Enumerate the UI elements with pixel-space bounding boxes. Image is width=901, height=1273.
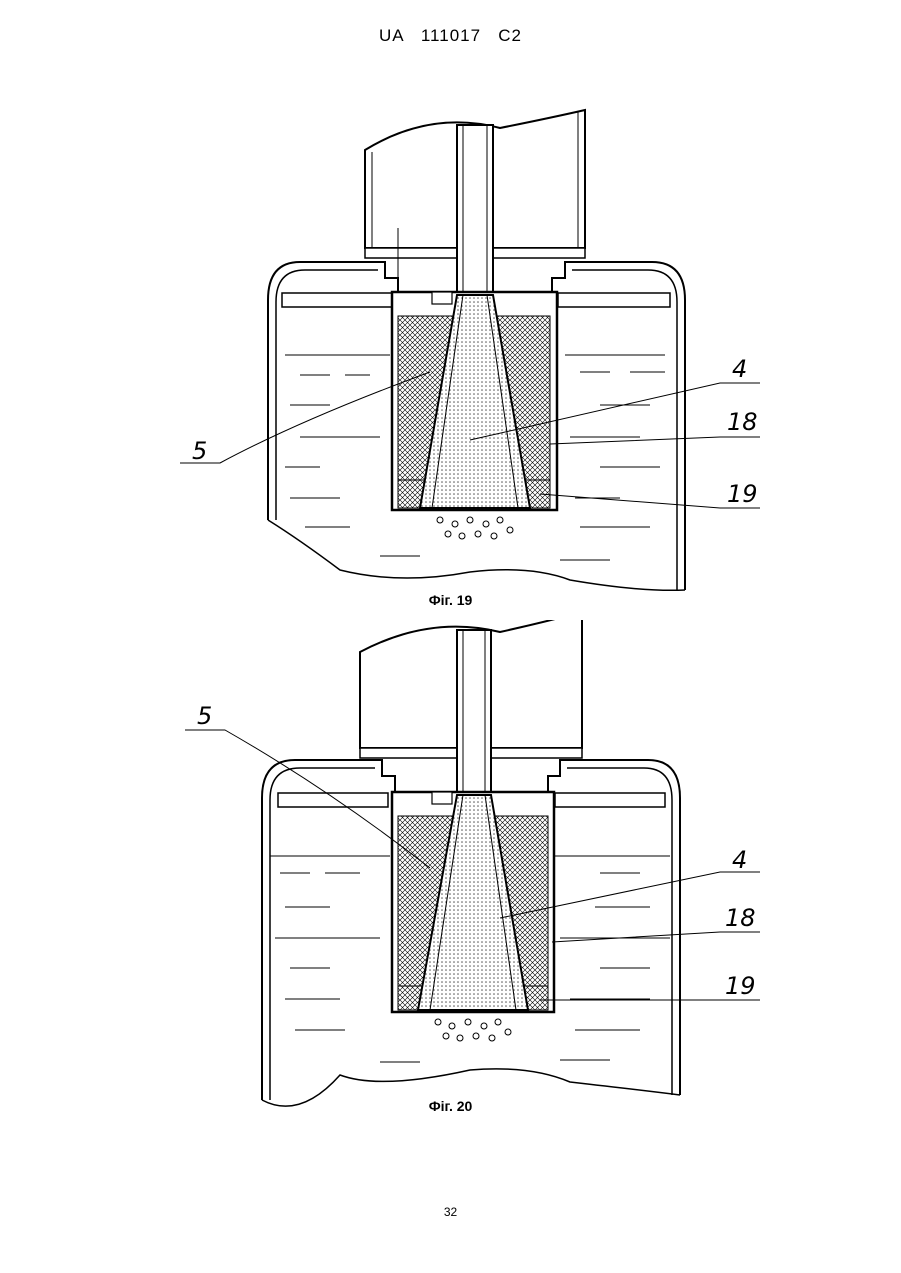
- figure-19: 5 4 18 19 Фіг. 19: [0, 0, 901, 620]
- figure-20: 5 4 18 19 Фіг. 20: [0, 620, 901, 1120]
- figure-19-label-4: 4: [732, 355, 747, 383]
- figure-20-drawing: [0, 620, 901, 1120]
- figure-20-label-19: 19: [725, 972, 756, 1000]
- figure-20-caption: Фіг. 20: [0, 1098, 901, 1114]
- figure-19-label-18: 18: [727, 408, 758, 436]
- figure-20-label-5: 5: [197, 702, 212, 730]
- figure-19-label-5: 5: [192, 437, 207, 465]
- figure-19-caption: Фіг. 19: [0, 592, 901, 608]
- figure-20-label-18: 18: [725, 904, 756, 932]
- figure-20-label-4: 4: [732, 846, 747, 874]
- figure-19-drawing: [0, 0, 901, 620]
- page-number: 32: [0, 1205, 901, 1219]
- figure-19-label-19: 19: [727, 480, 758, 508]
